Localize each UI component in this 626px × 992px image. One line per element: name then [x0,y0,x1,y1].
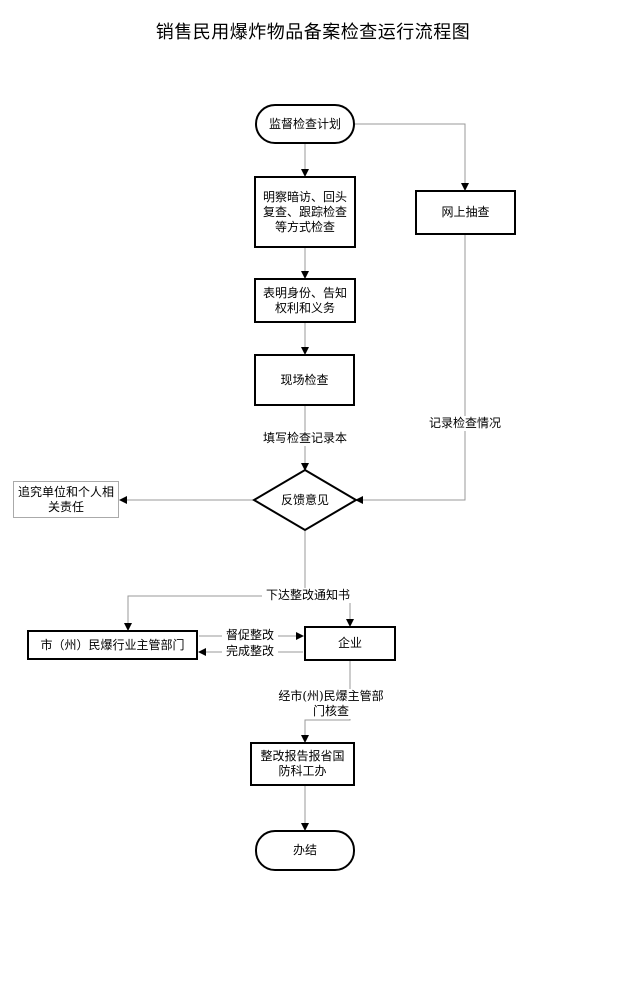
node-plan: 监督检查计划 [255,104,355,144]
node-enterprise: 企业 [304,626,396,661]
node-report: 整改报告报省国防科工办 [250,742,355,786]
feedback-diamond-shape [252,468,358,532]
label-supervise: 督促整改 [222,628,278,643]
node-done: 办结 [255,830,355,871]
edge-online-to-feedback [355,235,466,504]
node-feedback: 反馈意见 [280,492,329,507]
node-online-check: 网上抽查 [415,190,516,235]
edge-notice-to-authority [124,595,305,631]
page-title: 销售民用爆炸物品备案检查运行流程图 [155,22,471,43]
label-issue-notice: 下达整改通知书 [262,588,354,603]
label-complete: 完成整改 [222,644,278,659]
label-fill-record: 填写检查记录本 [255,431,355,446]
label-verify: 经市(州)民爆主管部门核查 [276,689,386,719]
node-accountability: 追究单位和个人相关责任 [13,481,119,518]
node-covert-check: 明察暗访、回头复查、跟踪检查等方式检查 [254,176,356,248]
edge-plan-to-online [355,123,469,191]
node-identify: 表明身份、告知权利和义务 [254,278,356,323]
node-onsite-check: 现场检查 [254,354,355,406]
label-record-status: 记录检查情况 [424,416,506,431]
node-authority: 市（州）民爆行业主管部门 [27,630,198,660]
